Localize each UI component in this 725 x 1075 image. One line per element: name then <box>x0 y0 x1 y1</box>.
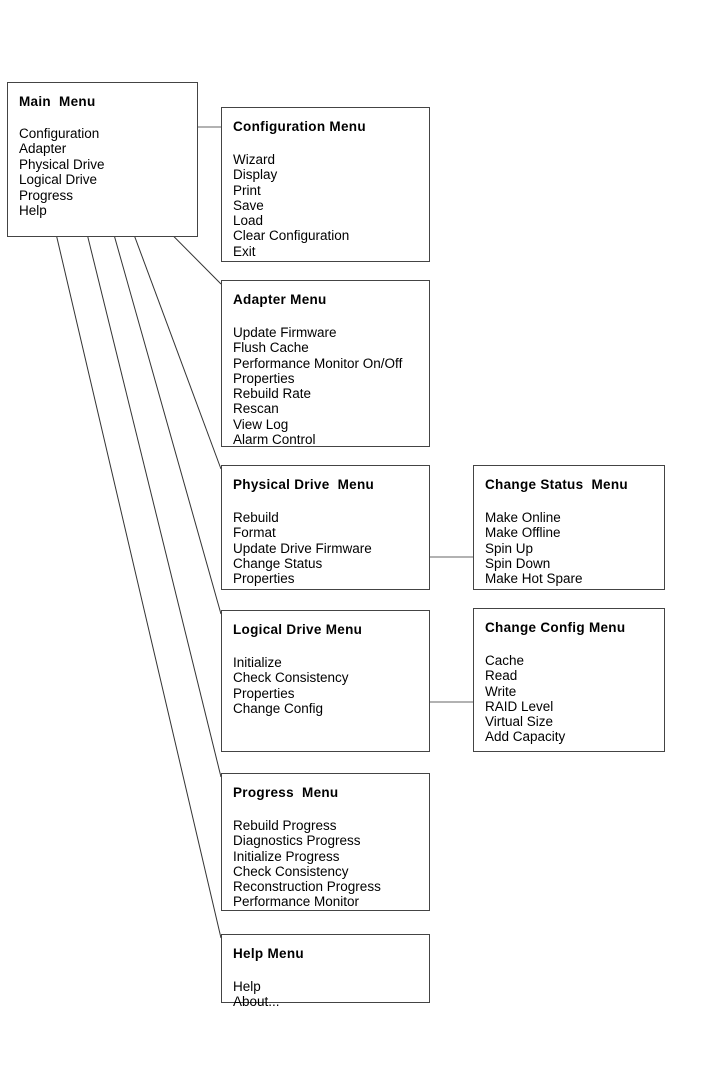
adapter-menu-items: Update Firmware Flush Cache Performance … <box>233 325 429 447</box>
configuration-menu-box: Configuration Menu Wizard Display Print … <box>221 107 430 262</box>
menu-item-rescan[interactable]: Rescan <box>233 401 279 417</box>
menu-item-flush-cache[interactable]: Flush Cache <box>233 340 309 356</box>
menu-item-logical-drive[interactable]: Logical Drive <box>19 172 98 188</box>
configuration-menu-title: Configuration Menu <box>233 119 366 134</box>
menu-item-alarm-control[interactable]: Alarm Control <box>233 432 316 448</box>
help-connector <box>49 207 222 939</box>
menu-item-physical-drive[interactable]: Physical Drive <box>19 156 105 172</box>
main-menu-items: Configuration Adapter Physical Drive Log… <box>19 126 197 218</box>
physical-drive-menu-items: Rebuild Format Update Drive Firmware Cha… <box>233 510 429 586</box>
logical-drive-menu-title: Logical Drive Menu <box>233 622 363 637</box>
menu-item-initialize[interactable]: Initialize <box>233 655 282 670</box>
menu-item-about[interactable]: About... <box>233 994 280 1010</box>
menu-item-help[interactable]: Help <box>233 979 261 994</box>
menu-item-spin-down[interactable]: Spin Down <box>485 555 551 571</box>
menu-item-format[interactable]: Format <box>233 525 276 541</box>
menu-item-initialize-progress[interactable]: Initialize Progress <box>233 848 340 864</box>
menu-item-properties[interactable]: Properties <box>233 571 295 587</box>
main-menu-title: Main Menu <box>19 94 96 109</box>
menu-item-rebuild-rate[interactable]: Rebuild Rate <box>233 386 312 402</box>
menu-item-diagnostics-progress[interactable]: Diagnostics Progress <box>233 833 361 849</box>
menu-item-performance-monitor-on-off[interactable]: Performance Monitor On/Off <box>233 355 403 371</box>
menu-item-check-consistency[interactable]: Check Consistency <box>233 670 349 686</box>
menu-item-wizard[interactable]: Wizard <box>233 152 276 167</box>
menu-item-load[interactable]: Load <box>233 213 264 229</box>
menu-item-reconstruction-progress[interactable]: Reconstruction Progress <box>233 879 381 895</box>
configuration-menu-items: Wizard Display Print Save Load Clear Con… <box>233 152 429 259</box>
menu-item-exit[interactable]: Exit <box>233 243 256 259</box>
change-config-menu-title: Change Config Menu <box>485 620 626 635</box>
help-menu-box: Help Menu Help About... <box>221 934 430 1009</box>
menu-item-read[interactable]: Read <box>485 668 518 684</box>
adapter-menu-box: Adapter Menu Update Firmware Flush Cache… <box>221 280 430 447</box>
menu-item-add-capacity[interactable]: Add Capacity <box>485 729 566 745</box>
change-config-menu-items: Cache Read Write RAID Level Virtual Size… <box>485 653 664 745</box>
physical-drive-menu-title: Physical Drive Menu <box>233 477 375 492</box>
menu-item-spin-up[interactable]: Spin Up <box>485 540 534 556</box>
menu-item-raid-level[interactable]: RAID Level <box>485 698 554 714</box>
menu-item-save[interactable]: Save <box>233 197 264 213</box>
change-status-menu-box: Change Status Menu Make Online Make Offl… <box>473 465 665 590</box>
menu-item-configuration[interactable]: Configuration <box>19 126 100 141</box>
menu-item-print[interactable]: Print <box>233 182 261 198</box>
menu-item-check-consistency[interactable]: Check Consistency <box>233 863 349 879</box>
help-menu-title: Help Menu <box>233 946 304 961</box>
menu-item-update-firmware[interactable]: Update Firmware <box>233 325 337 340</box>
logical-drive-connector <box>97 177 222 615</box>
menu-item-progress[interactable]: Progress <box>19 187 74 203</box>
menu-item-update-drive-firmware[interactable]: Update Drive Firmware <box>233 540 372 556</box>
main-menu-box: Main Menu Configuration Adapter Physical… <box>7 82 198 237</box>
menu-item-performance-monitor[interactable]: Performance Monitor <box>233 894 360 910</box>
progress-menu-box: Progress Menu Rebuild Progress Diagnosti… <box>221 773 430 911</box>
menu-item-rebuild-progress[interactable]: Rebuild Progress <box>233 818 337 833</box>
logical-drive-menu-items: Initialize Check Consistency Properties … <box>233 655 429 716</box>
menu-item-make-offline[interactable]: Make Offline <box>485 525 561 541</box>
menu-item-rebuild[interactable]: Rebuild <box>233 510 279 525</box>
menu-item-make-hot-spare[interactable]: Make Hot Spare <box>485 571 583 587</box>
menu-item-change-config[interactable]: Change Config <box>233 700 324 716</box>
menu-item-properties[interactable]: Properties <box>233 370 295 386</box>
adapter-menu-title: Adapter Menu <box>233 292 327 307</box>
change-status-menu-items: Make Online Make Offline Spin Up Spin Do… <box>485 510 664 586</box>
logical-drive-menu-box: Logical Drive Menu Initialize Check Cons… <box>221 610 430 752</box>
menu-item-view-log[interactable]: View Log <box>233 416 289 432</box>
menu-item-adapter[interactable]: Adapter <box>19 141 67 157</box>
physical-drive-menu-box: Physical Drive Menu Rebuild Format Updat… <box>221 465 430 590</box>
progress-connector <box>76 192 222 778</box>
menu-item-change-status[interactable]: Change Status <box>233 555 323 571</box>
help-menu-items: Help About... <box>233 979 429 1010</box>
change-config-menu-box: Change Config Menu Cache Read Write RAID… <box>473 608 665 752</box>
progress-menu-title: Progress Menu <box>233 785 339 800</box>
menu-item-display[interactable]: Display <box>233 167 278 183</box>
menu-item-write[interactable]: Write <box>485 683 517 699</box>
progress-menu-items: Rebuild Progress Diagnostics Progress In… <box>233 818 429 910</box>
menu-item-help[interactable]: Help <box>19 203 47 219</box>
menu-item-clear-configuration[interactable]: Clear Configuration <box>233 228 350 244</box>
menu-item-virtual-size[interactable]: Virtual Size <box>485 714 554 730</box>
menu-item-properties[interactable]: Properties <box>233 685 295 701</box>
menu-item-make-online[interactable]: Make Online <box>485 510 561 525</box>
menu-item-cache[interactable]: Cache <box>485 653 525 668</box>
change-status-menu-title: Change Status Menu <box>485 477 628 492</box>
